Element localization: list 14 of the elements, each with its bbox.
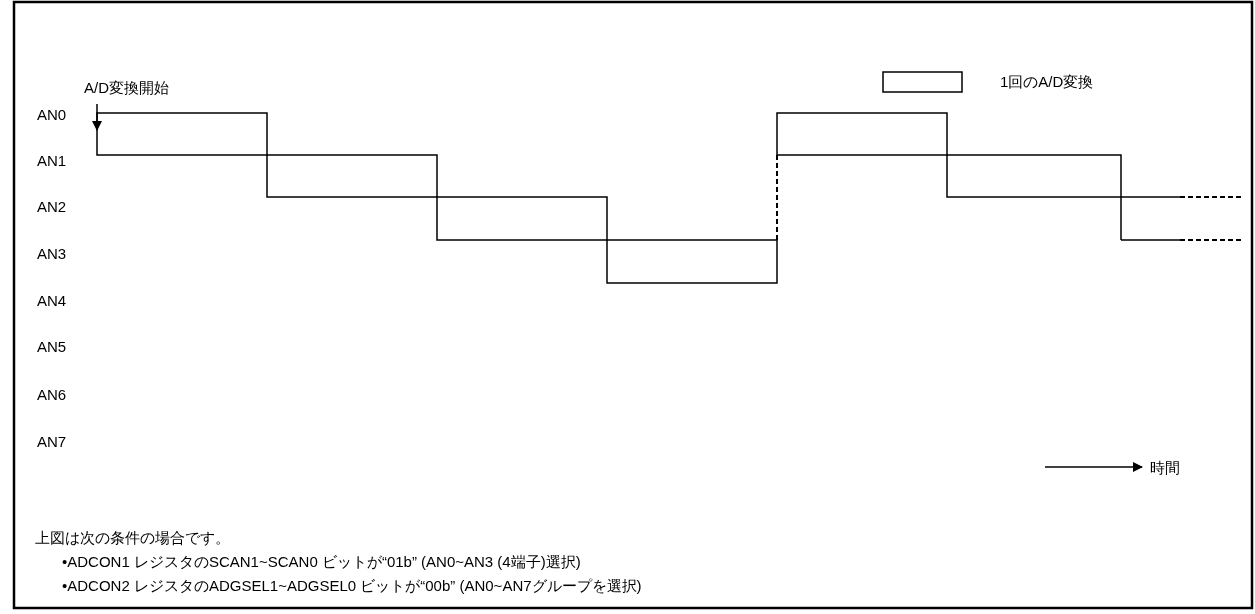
- channel-label: AN0: [37, 106, 67, 124]
- channel-label: AN2: [37, 198, 67, 216]
- channel-label: AN1: [37, 152, 67, 170]
- channel-label: AN3: [37, 245, 67, 263]
- channel-label: AN5: [37, 338, 67, 356]
- legend-label: 1回のA/D変換: [1000, 73, 1094, 91]
- channel-label: AN7: [37, 433, 67, 451]
- start-label: A/D変換開始: [84, 79, 169, 97]
- condition-text: •ADCON2 レジスタのADGSEL1~ADGSEL0 ビットが“00b” (AN0~AN7グループを選択): [62, 577, 642, 595]
- channel-label: AN6: [37, 386, 67, 404]
- channel-label: AN4: [37, 292, 67, 310]
- time-label: 時間: [1150, 459, 1180, 477]
- note-text: 上図は次の条件の場合です。: [35, 529, 230, 547]
- condition-text: •ADCON1 レジスタのSCAN1~SCAN0 ビットが“01b” (AN0~AN3 (4端子)選択): [62, 553, 581, 571]
